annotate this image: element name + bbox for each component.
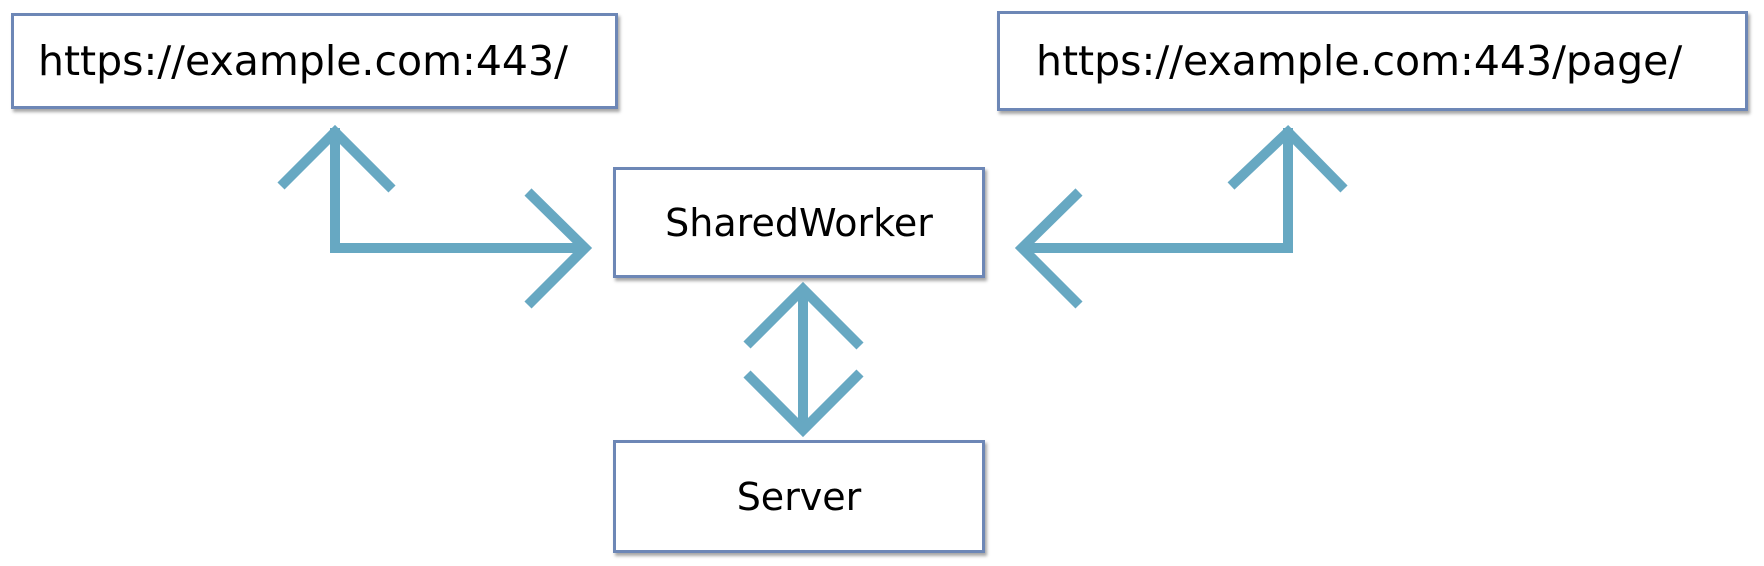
arrowhead-right-worker (524, 188, 593, 309)
url-box-right: https://example.com:443/page/ (997, 11, 1748, 111)
shared-worker-label: SharedWorker (665, 200, 933, 245)
worker-to-server-arrow (743, 281, 864, 438)
url-label-right: https://example.com:443/page/ (1036, 37, 1683, 85)
url-label-left: https://example.com:443/ (38, 37, 568, 85)
arrowhead-up-worker (743, 281, 864, 350)
arrowhead-left-worker (1014, 188, 1083, 309)
server-label: Server (736, 474, 862, 519)
shared-worker-box: SharedWorker (613, 167, 985, 278)
server-box: Server (613, 440, 985, 553)
right-page-to-worker-arrow (1014, 124, 1348, 309)
url-box-left: https://example.com:443/ (11, 13, 618, 109)
arrowhead-up-left (277, 124, 396, 193)
arrowhead-down-server (743, 369, 864, 438)
arrowhead-up-right (1227, 124, 1348, 193)
left-page-to-worker-arrow (277, 124, 593, 309)
